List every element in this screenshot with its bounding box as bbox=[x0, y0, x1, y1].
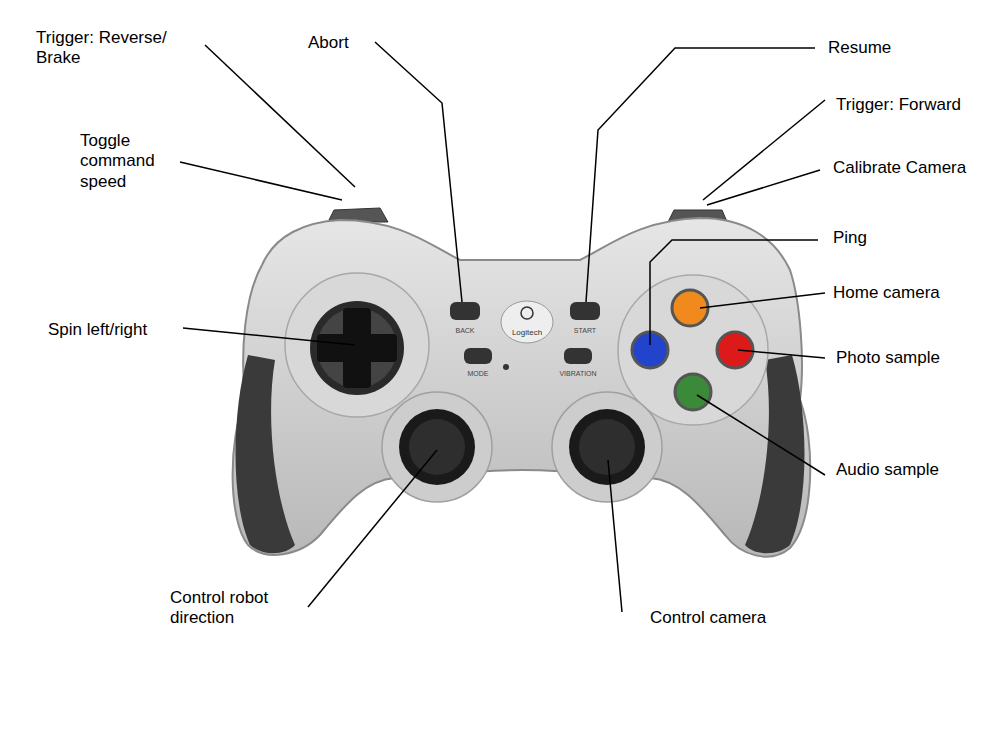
leader-line bbox=[375, 42, 462, 302]
red-button bbox=[717, 332, 753, 368]
dpad-ring bbox=[310, 301, 404, 395]
action-label: Trigger: Forward bbox=[836, 95, 961, 115]
left-grip bbox=[236, 355, 296, 553]
action-label: Ping bbox=[833, 228, 867, 248]
left-stick-cap bbox=[409, 419, 465, 475]
button-marking: MODE bbox=[468, 370, 489, 378]
dpad-surround bbox=[285, 273, 429, 417]
left-stick bbox=[399, 409, 475, 485]
action-label: Abort bbox=[308, 33, 349, 53]
leader-line bbox=[700, 293, 825, 308]
brand-logo-text: Logitech bbox=[512, 328, 542, 338]
leader-lines bbox=[180, 42, 825, 612]
leader-line bbox=[586, 48, 815, 302]
start-button bbox=[570, 302, 600, 320]
leader-line bbox=[308, 450, 437, 607]
right-stick-cap bbox=[579, 419, 635, 475]
action-label: Trigger: Reverse/ Brake bbox=[36, 28, 186, 69]
leader-line bbox=[650, 240, 818, 345]
button-marking: BACK bbox=[455, 327, 474, 335]
left-stick-housing bbox=[382, 392, 492, 502]
action-label: Calibrate Camera bbox=[833, 158, 966, 178]
button-marking: VIBRATION bbox=[559, 370, 596, 378]
leader-line bbox=[707, 170, 820, 205]
leader-line bbox=[703, 100, 825, 200]
leader-line bbox=[697, 395, 825, 475]
leader-line bbox=[205, 45, 355, 187]
action-label: Toggle command speed bbox=[80, 131, 170, 192]
action-label: Home camera bbox=[833, 283, 940, 303]
mode-button bbox=[464, 348, 492, 364]
leader-line bbox=[183, 328, 355, 345]
leader-line bbox=[738, 350, 825, 358]
indicator-led bbox=[503, 364, 509, 370]
action-label: Photo sample bbox=[836, 348, 940, 368]
action-label: Control robot direction bbox=[170, 588, 300, 629]
vibration-button bbox=[564, 348, 592, 364]
leader-line bbox=[608, 460, 622, 612]
action-label: Resume bbox=[828, 38, 891, 58]
back-button bbox=[450, 302, 480, 320]
button-marking: START bbox=[574, 327, 596, 335]
right-stick bbox=[569, 409, 645, 485]
logo-symbol bbox=[521, 307, 533, 319]
green-button bbox=[675, 374, 711, 410]
logo-plate bbox=[501, 301, 553, 343]
controller-body bbox=[233, 218, 811, 557]
right-stick-housing bbox=[552, 392, 662, 502]
dpad-horizontal bbox=[317, 334, 397, 362]
leader-line bbox=[180, 162, 342, 200]
action-label: Control camera bbox=[650, 608, 766, 628]
dpad-base bbox=[317, 308, 397, 388]
action-label: Spin left/right bbox=[48, 320, 147, 340]
action-label: Audio sample bbox=[836, 460, 939, 480]
